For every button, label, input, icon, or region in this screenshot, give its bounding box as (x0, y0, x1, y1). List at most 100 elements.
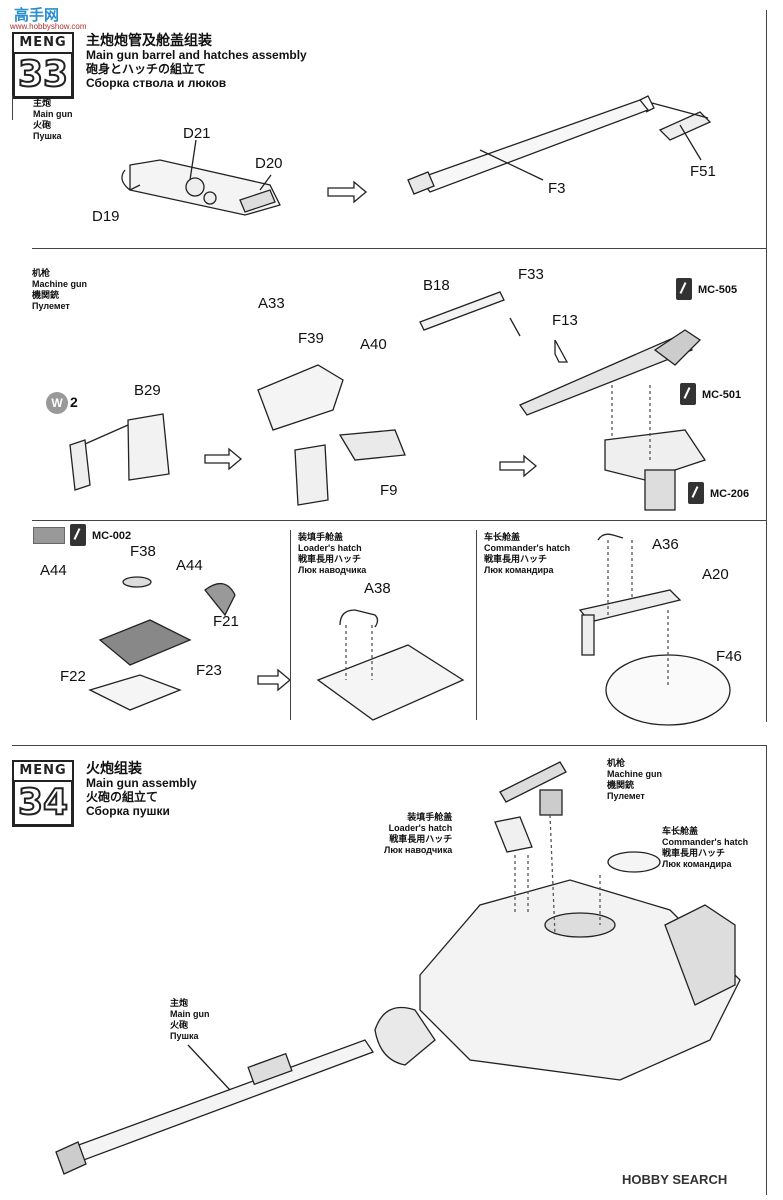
part-label: A20 (702, 566, 729, 583)
label-ru: Пулемет (32, 301, 70, 311)
step-33-title: 主炮炮管及舱盖组装 Main gun barrel and hatches as… (86, 32, 307, 90)
page-border-right (766, 745, 767, 1195)
label-en: Commander's hatch (484, 543, 571, 553)
label-jp: 機関銃 (607, 780, 635, 790)
label-en: Machine gun (32, 279, 88, 289)
part-label: D19 (92, 208, 120, 225)
label-en: Loader's hatch (298, 543, 362, 553)
part-label: A44 (40, 562, 67, 579)
page-border-left (12, 95, 13, 120)
part-label: F23 (196, 662, 222, 679)
title-jp: 砲身とハッチの組立て (86, 62, 207, 76)
label-en: Machine gun (607, 769, 663, 779)
label-en: Loader's hatch (388, 823, 453, 833)
section-divider (12, 745, 766, 746)
section-divider (32, 248, 766, 249)
title-cn: 火炮组装 (86, 760, 142, 776)
paint-code: MC-002 (92, 530, 132, 542)
part-label: D20 (255, 155, 283, 172)
section-divider (476, 530, 477, 720)
commander-hatch-label: 车长舱盖 Commander's hatch 戦車長用ハッチ Люк коман… (662, 826, 748, 870)
label-jp: 戦車長用ハッチ (662, 848, 726, 858)
label-cn: 车长舱盖 (662, 826, 699, 836)
label-jp: 火砲 (33, 120, 52, 130)
label-en: Commander's hatch (662, 837, 749, 847)
main-gun-label: 主炮 Main gun 火砲 Пушка (33, 98, 73, 142)
hobby-search-logo: HOBBY SEARCH (622, 1172, 728, 1187)
part-label: A40 (360, 336, 387, 353)
paint-brush-icon (676, 278, 692, 300)
part-label: A44 (176, 557, 203, 574)
step-33-badge: MENG 33 (12, 32, 74, 99)
label-cn: 主炮 (170, 998, 189, 1008)
section-divider (290, 530, 291, 720)
title-ru: Сборка пушки (86, 804, 170, 818)
paint-brush-icon (70, 524, 86, 546)
title-jp: 火砲の組立て (86, 790, 159, 804)
watermark-url: www.hobbyshow.com (10, 22, 87, 31)
part-label: F33 (518, 266, 544, 283)
parts-tree-number: 2 (70, 394, 78, 410)
step-34-badge: MENG 34 (12, 760, 74, 827)
paint-brush-icon (688, 482, 704, 504)
title-en: Main gun barrel and hatches assembly (86, 48, 307, 62)
label-ru: Люк наводчика (384, 845, 453, 855)
label-ru: Пушка (170, 1031, 199, 1041)
label-jp: 機関銃 (32, 290, 60, 300)
commander-hatch-label: 车长舱盖 Commander's hatch 戦車長用ハッチ Люк коман… (484, 532, 570, 576)
loader-hatch-label: 装填手舱盖 Loader's hatch 戦車長用ハッチ Люк наводчи… (384, 812, 452, 856)
step-number: 34 (12, 781, 74, 827)
label-cn: 车长舱盖 (484, 532, 521, 542)
label-ru: Пушка (33, 131, 62, 141)
main-gun-label: 主炮 Main gun 火砲 Пушка (170, 998, 210, 1042)
label-ru: Пулемет (607, 791, 645, 801)
step-number: 33 (12, 53, 74, 99)
part-label: F21 (213, 613, 239, 630)
label-cn: 机枪 (32, 268, 51, 278)
paint-code: MC-505 (698, 284, 738, 296)
machine-gun-label: 机枪 Machine gun 機関銃 Пулемет (607, 758, 662, 802)
label-ru: Люк наводчика (298, 565, 367, 575)
label-cn: 装填手舱盖 (407, 812, 453, 822)
label-jp: 戦車長用ハッチ (484, 554, 548, 564)
part-label: F9 (380, 482, 398, 499)
part-label: A38 (364, 580, 391, 597)
label-jp: 戦車長用ハッチ (389, 834, 453, 844)
machine-gun-label: 机枪 Machine gun 機関銃 Пулемет (32, 268, 87, 312)
part-label: B29 (134, 382, 161, 399)
label-ru: Люк командира (662, 859, 732, 869)
label-cn: 主炮 (33, 98, 52, 108)
step-34-title: 火炮组装 Main gun assembly 火砲の組立て Сборка пуш… (86, 760, 197, 818)
page-border-right (766, 10, 767, 722)
section-divider (32, 520, 766, 521)
paint-brush-icon (680, 383, 696, 405)
label-cn: 机枪 (607, 758, 626, 768)
part-label: F39 (298, 330, 324, 347)
title-en: Main gun assembly (86, 776, 197, 790)
label-ru: Люк командира (484, 565, 554, 575)
part-label: A36 (652, 536, 679, 553)
loader-hatch-label: 装填手舱盖 Loader's hatch 戦車長用ハッチ Люк наводчи… (298, 532, 366, 576)
title-ru: Сборка ствола и люков (86, 76, 227, 90)
label-jp: 戦車長用ハッチ (298, 554, 362, 564)
paint-code: MC-501 (702, 389, 742, 401)
parts-tree-badge: W (46, 392, 68, 414)
part-label: D21 (183, 125, 211, 142)
part-label: F38 (130, 543, 156, 560)
part-label: B18 (423, 277, 450, 294)
part-label: A33 (258, 295, 285, 312)
paint-swatch (33, 527, 65, 544)
part-label: F46 (716, 648, 742, 665)
brand-logo: MENG (12, 32, 74, 54)
label-en: Main gun (170, 1009, 210, 1019)
label-jp: 火砲 (170, 1020, 189, 1030)
part-label: F13 (552, 312, 578, 329)
part-label: F51 (690, 163, 716, 180)
label-en: Main gun (33, 109, 73, 119)
watermark-logo: 高手网 (14, 7, 60, 24)
brand-logo: MENG (12, 760, 74, 782)
part-label: F22 (60, 668, 86, 685)
label-cn: 装填手舱盖 (298, 532, 344, 542)
part-label: F3 (548, 180, 566, 197)
